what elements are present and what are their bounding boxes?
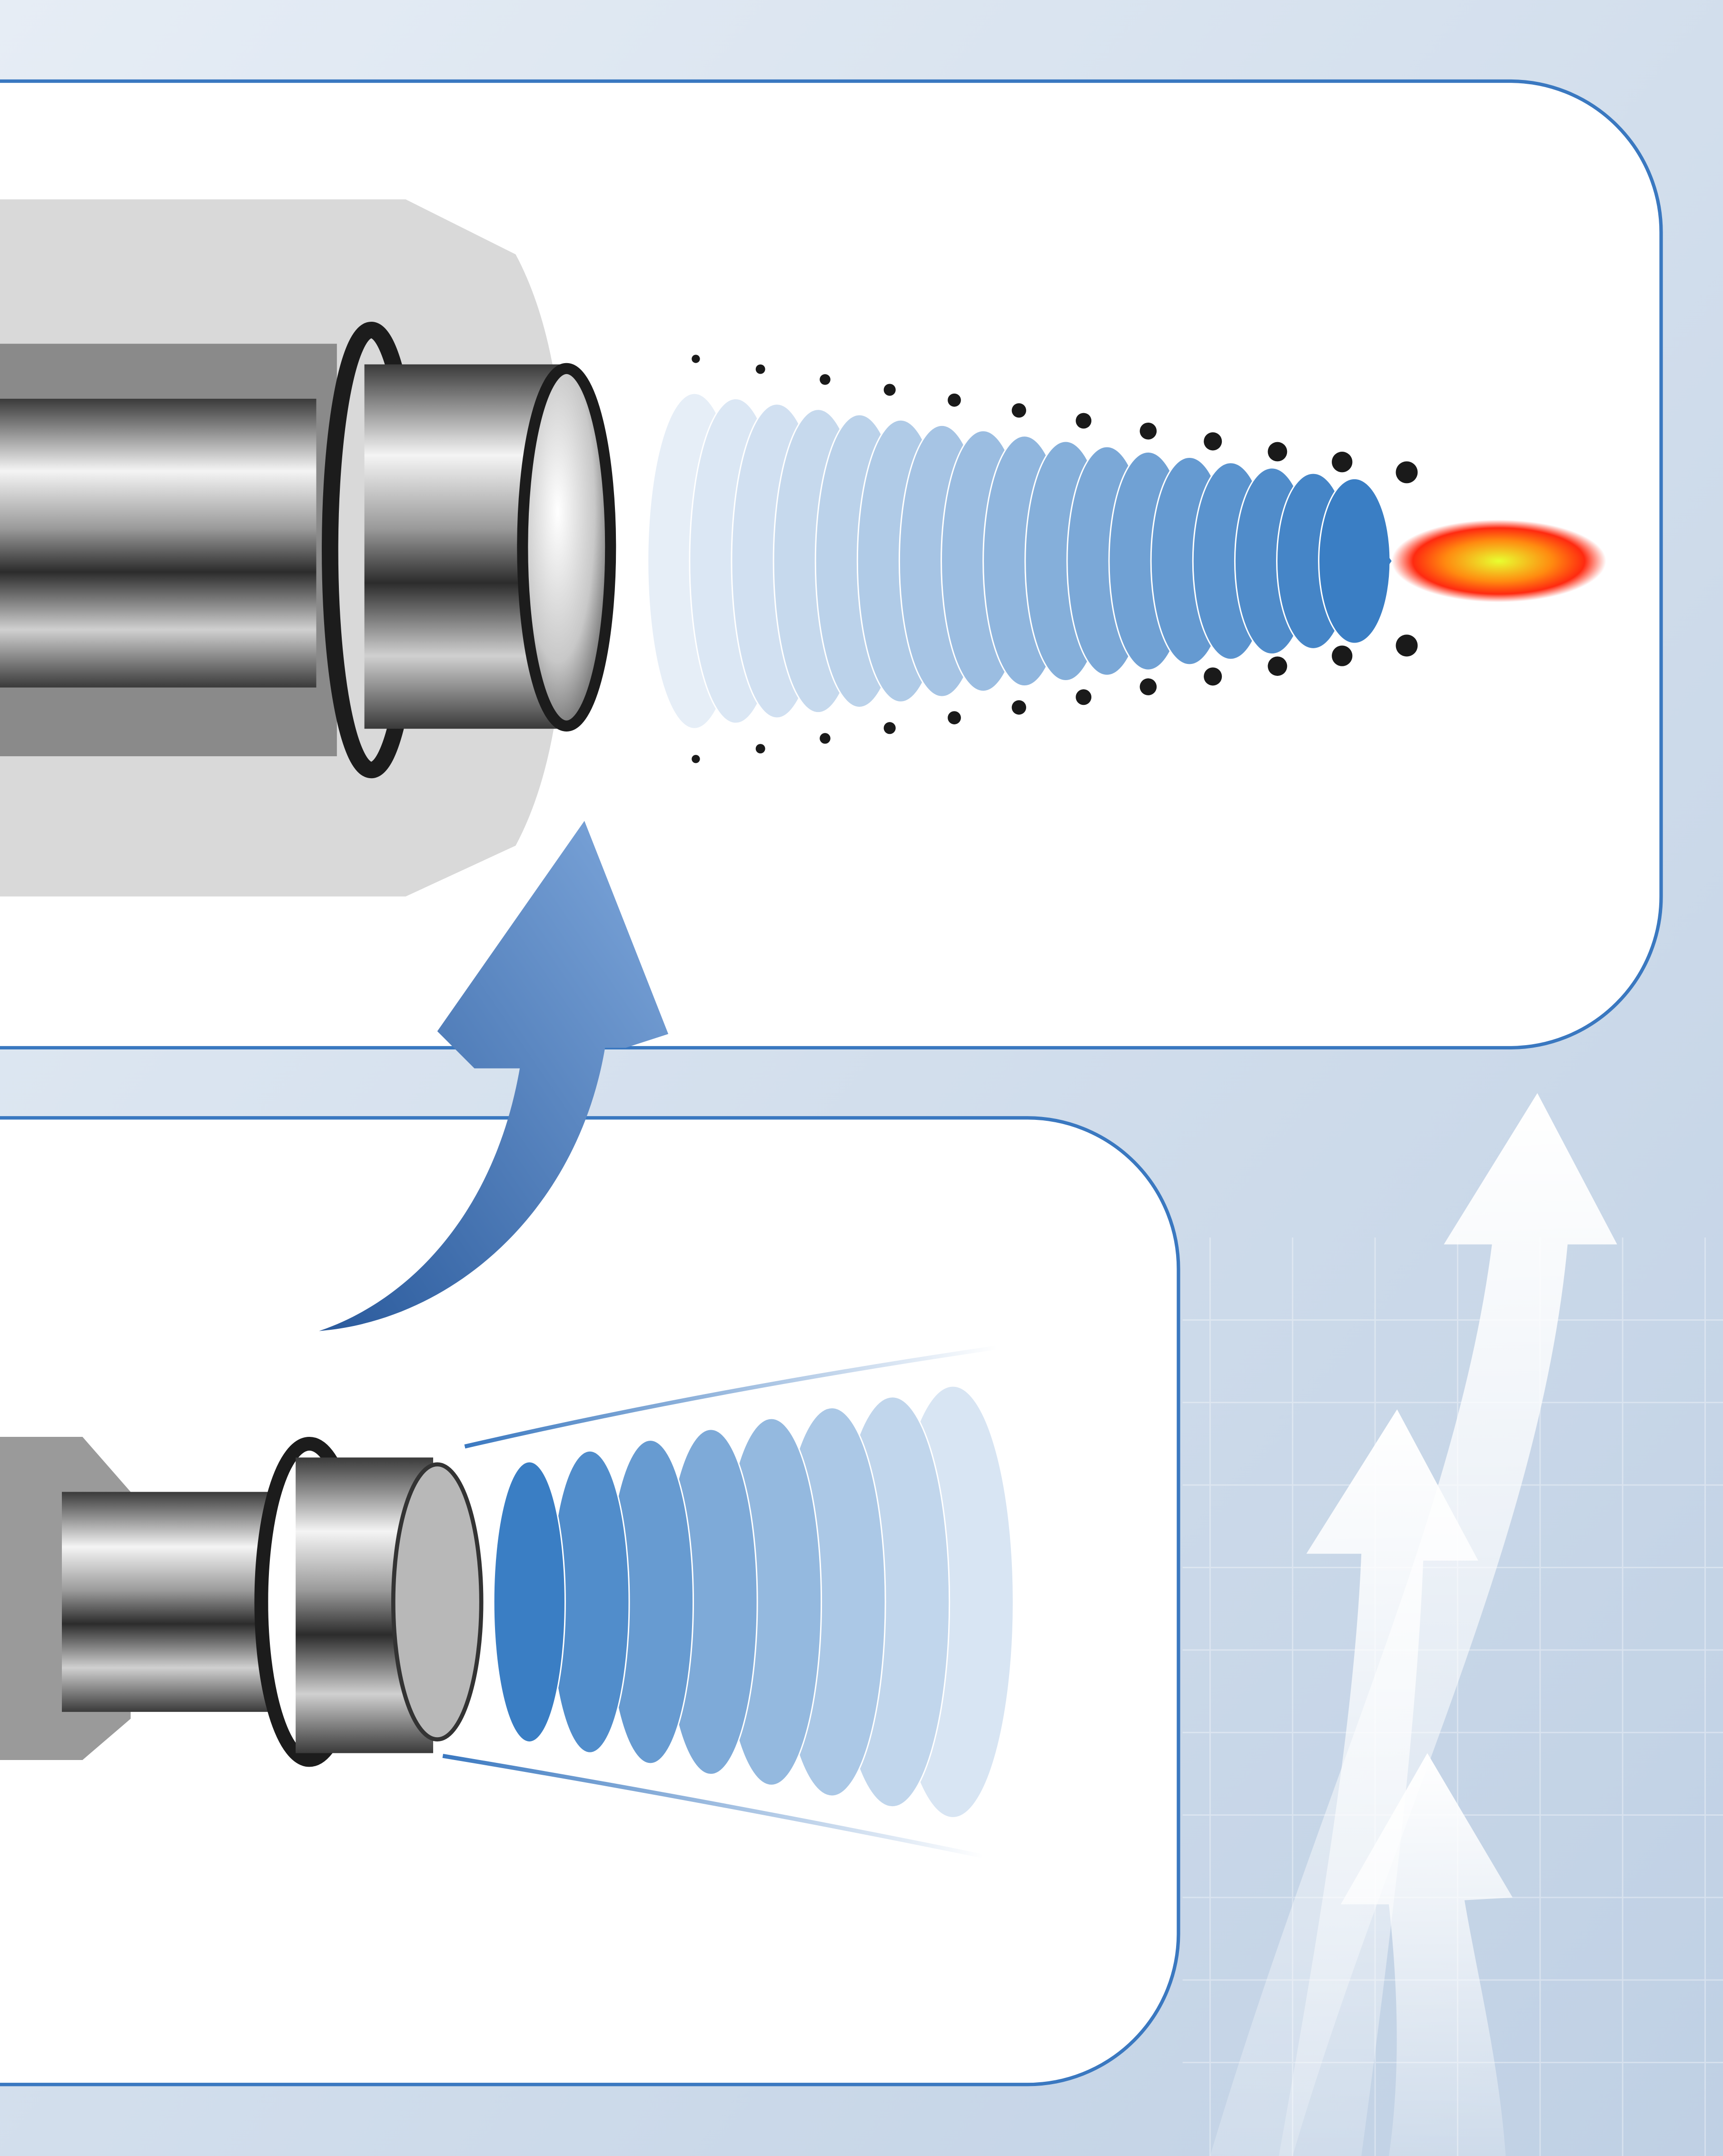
- particle-dot: [755, 744, 765, 754]
- beam-edge-top: [464, 1345, 998, 1449]
- focus-hotspot: [1391, 520, 1606, 603]
- wave-ring: [493, 1461, 566, 1743]
- particles: [692, 355, 1418, 763]
- top-panel-focused-beam: [0, 79, 1663, 1050]
- particle-dot: [755, 364, 765, 374]
- particle-dot: [692, 355, 700, 363]
- transition-arrow-icon: [319, 821, 669, 1331]
- particle-dot: [820, 374, 831, 385]
- particle-dot: [1204, 667, 1222, 686]
- particle-dot: [1267, 656, 1287, 676]
- particle-dot: [883, 384, 896, 396]
- particle-dot: [1396, 461, 1418, 484]
- particle-dot: [1139, 678, 1157, 695]
- diverging-waves: [493, 1385, 1014, 1819]
- connector-housing-top: [0, 199, 616, 897]
- particle-dot: [1139, 422, 1157, 440]
- particle-dot: [1011, 700, 1026, 715]
- converging-waves: [647, 392, 1392, 730]
- particle-dot: [1332, 452, 1353, 473]
- particle-dot: [1332, 645, 1353, 666]
- particle-dot: [1011, 403, 1026, 418]
- particle-dot: [692, 755, 700, 763]
- particle-dot: [1076, 413, 1092, 429]
- particle-dot: [948, 711, 961, 724]
- particle-dot: [820, 733, 831, 744]
- upward-arrows-icon: [1210, 1093, 1617, 2156]
- connector-housing-bottom: [0, 1437, 484, 1767]
- particle-dot: [1267, 442, 1287, 462]
- particle-dot: [883, 722, 896, 734]
- beam-edge-bottom: [442, 1754, 984, 1859]
- wave-tip: [1327, 488, 1392, 635]
- particle-dot: [948, 393, 961, 407]
- particle-dot: [1204, 432, 1222, 451]
- bottom-panel-diffuse-beam: [0, 1116, 1180, 2087]
- particle-dot: [1396, 634, 1418, 657]
- particle-dot: [1076, 689, 1092, 705]
